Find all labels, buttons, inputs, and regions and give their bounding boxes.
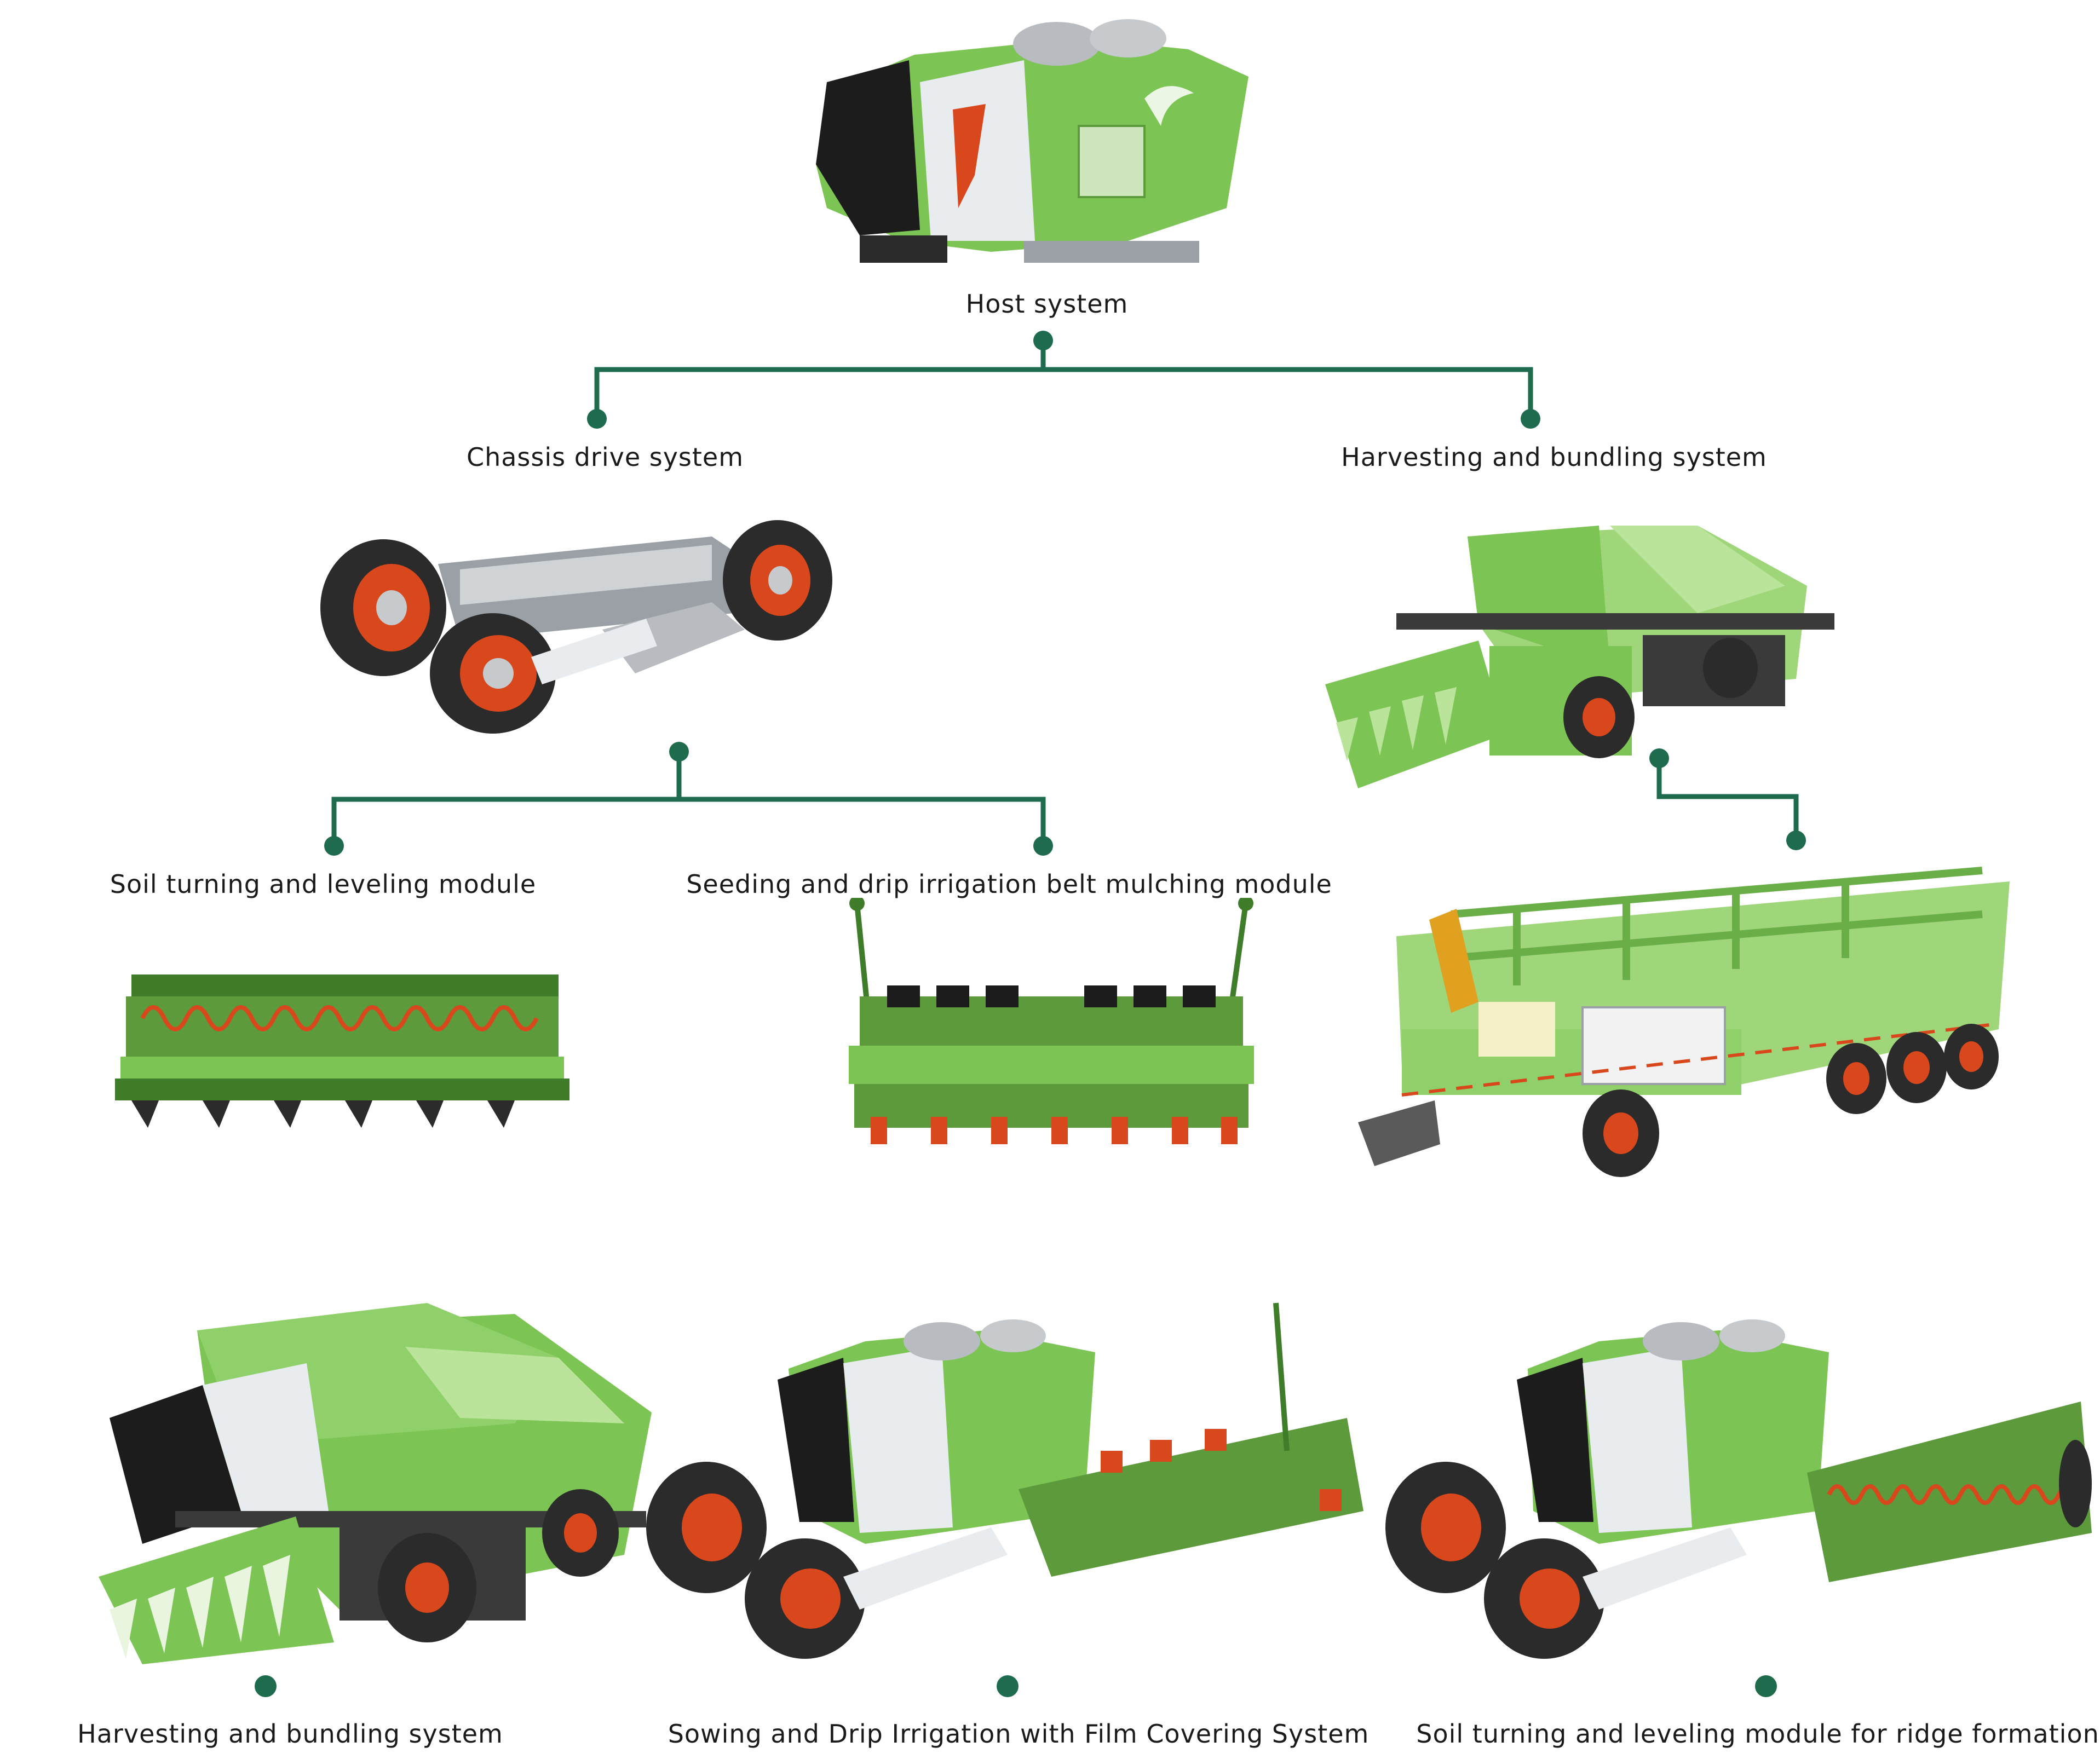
connector-chassis-to-modules [331, 753, 1046, 846]
assembled-harvester-image [99, 1303, 652, 1664]
node-dot-seeding [1033, 836, 1053, 856]
node-dot-harvest [1521, 409, 1540, 429]
node-dot-harvest-out [1649, 748, 1669, 768]
assembled-sowing-image [646, 1302, 1363, 1659]
connector-harvest-to-trailer [1656, 758, 1799, 840]
label-chassis-drive-system: Chassis drive system [466, 442, 744, 472]
label-combo-soil-ridge-formation: Soil turning and leveling module for rid… [1416, 1719, 2099, 1749]
harvester-image-top [1325, 526, 1834, 788]
soil-module-image [115, 974, 569, 1128]
node-dot-soil [324, 836, 344, 856]
host-vehicle-image [816, 19, 1249, 263]
seeder-module-image [849, 898, 1254, 1144]
assembled-soil-image [1385, 1319, 2092, 1659]
node-dot-chassis-out [669, 742, 689, 762]
node-dot-combo-soil [1755, 1675, 1777, 1697]
label-harvesting-bundling-system-top: Harvesting and bundling system [1341, 442, 1767, 472]
node-dot-combo-sowing [997, 1675, 1019, 1697]
label-soil-turning-leveling-module: Soil turning and leveling module [110, 869, 537, 899]
connector-host-to-branches [594, 342, 1533, 419]
bundling-trailer-image [1358, 867, 2010, 1177]
node-dot-host [1033, 331, 1053, 350]
label-combo-harvesting-bundling-system: Harvesting and bundling system [77, 1719, 503, 1749]
node-dot-trailer [1786, 831, 1806, 850]
node-dot-combo-harvest [255, 1675, 277, 1697]
chassis-image [320, 520, 832, 734]
label-host-system: Host system [965, 289, 1129, 319]
label-seeding-drip-irrigation-module: Seeding and drip irrigation belt mulchin… [686, 869, 1332, 899]
label-combo-sowing-drip-irrigation-film: Sowing and Drip Irrigation with Film Cov… [668, 1719, 1370, 1749]
node-dot-chassis [587, 409, 607, 429]
